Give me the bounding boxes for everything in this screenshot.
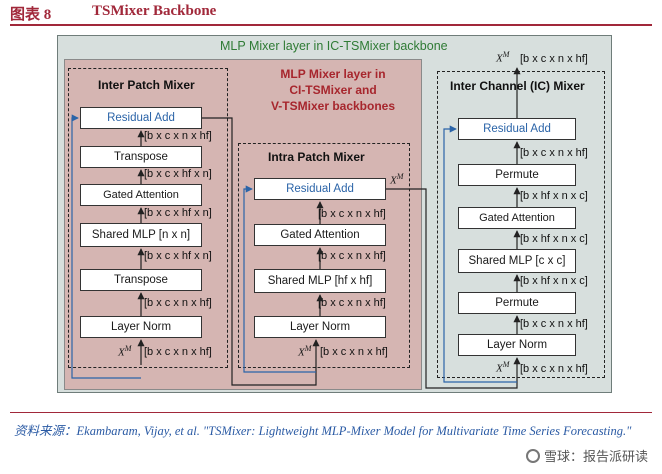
intra-patch-output-sup: M <box>396 172 404 181</box>
intra-patch-input-sup: M <box>304 344 312 353</box>
intra-patch-dim-3: [b x c x n x hf] <box>318 297 386 309</box>
ic-top-symbol: XM <box>496 50 509 65</box>
ci-backbone-title: MLP Mixer layer in CI-TSMixer and V-TSMi… <box>243 66 423 114</box>
intra-patch-output-symbol: XM <box>390 172 403 187</box>
figure-label: 图表 8 <box>10 7 52 23</box>
ic-input-sup: M <box>502 360 510 369</box>
inter-patch-shared-mlp: Shared MLP [n x n] <box>80 223 202 247</box>
intra-residual-skip <box>243 185 316 373</box>
ic-shared-mlp: Shared MLP [c x c] <box>458 249 576 273</box>
inter-patch-dim-3: [b x c x hf x n] <box>144 207 212 219</box>
source-prefix: 资料来源： <box>14 424 77 438</box>
inter-patch-input-sup: M <box>124 344 132 353</box>
inter-patch-dim-5: [b x c x n x hf] <box>144 297 212 309</box>
ci-title-line-3: V-TSMixer backbones <box>270 99 396 113</box>
ic-layer-norm: Layer Norm <box>458 334 576 356</box>
ic-dim-4: [b x hf x n x c] <box>520 275 588 287</box>
footer-rule <box>10 412 652 413</box>
intra-to-ic-line <box>386 188 518 389</box>
ic-residual-add: Residual Add <box>458 118 576 140</box>
ic-dim-1: [b x c x n x hf] <box>520 147 588 159</box>
intra-patch-input-x: X <box>298 346 305 359</box>
inter-patch-residual-add: Residual Add <box>80 107 202 129</box>
inter-channel-mixer-group <box>437 71 605 378</box>
inter-patch-mixer-group <box>68 68 228 368</box>
inter-patch-gated-attention: Gated Attention <box>80 184 202 206</box>
ic-input-x: X <box>496 362 503 375</box>
inter-patch-input-symbol: XM <box>118 344 131 359</box>
inter-patch-transpose-bottom: Transpose <box>80 269 202 291</box>
ic-residual-skip <box>443 125 517 383</box>
intra-patch-dim-1: [b x c x n x hf] <box>318 208 386 220</box>
inter-patch-mixer-title: Inter Patch Mixer <box>98 78 195 92</box>
ic-top-dim: [b x c x n x hf] <box>520 53 588 65</box>
intra-patch-mixer-title: Intra Patch Mixer <box>268 150 365 164</box>
inter-patch-dim-2: [b x c x hf x n] <box>144 168 212 180</box>
intra-patch-residual-add: Residual Add <box>254 178 386 200</box>
ic-top-sup: M <box>502 50 510 59</box>
ic-permute-bottom: Permute <box>458 292 576 314</box>
ci-title-line-1: MLP Mixer layer in <box>280 67 386 81</box>
intra-patch-shared-mlp: Shared MLP [hf x hf] <box>254 269 386 293</box>
ip-to-intra-line <box>202 117 317 386</box>
ic-gated-attention: Gated Attention <box>458 207 576 229</box>
intra-patch-gated-attention: Gated Attention <box>254 224 386 246</box>
inter-patch-dim-4: [b x c x hf x n] <box>144 250 212 262</box>
ic-dim-5: [b x c x n x hf] <box>520 318 588 330</box>
watermark-text: 雪球：报告派研读 <box>543 449 648 464</box>
intra-patch-layer-norm: Layer Norm <box>254 316 386 338</box>
intra-patch-dim-2: [b x c x n x hf] <box>318 250 386 262</box>
inter-patch-dim-1: [b x c x n x hf] <box>144 130 212 142</box>
ic-dim-2: [b x hf x n x c] <box>520 190 588 202</box>
inter-patch-transpose-top: Transpose <box>80 146 202 168</box>
ic-top-x: X <box>496 52 503 65</box>
ic-dim-6: [b x c x n x hf] <box>520 363 588 375</box>
ic-permute-top: Permute <box>458 164 576 186</box>
ic-input-symbol: XM <box>496 360 509 375</box>
intra-patch-input-symbol: XM <box>298 344 311 359</box>
figure-title: TSMixer Backbone <box>92 3 217 19</box>
source-citation: 资料来源：Ekambaram, Vijay, et al. "TSMixer: … <box>14 420 646 442</box>
watermark: 雪球：报告派研读 <box>525 446 648 465</box>
figure-header: 图表 8 TSMixer Backbone <box>10 2 652 26</box>
intra-patch-mixer-group <box>238 143 410 368</box>
ic-backbone-title: MLP Mixer layer in IC-TSMixer backbone <box>220 39 448 53</box>
intra-patch-dim-4: [b x c x n x hf] <box>320 346 388 358</box>
ip-residual-skip <box>71 114 141 379</box>
ic-dim-3: [b x hf x n x c] <box>520 233 588 245</box>
intra-patch-output-x: X <box>390 174 397 187</box>
inter-patch-input-x: X <box>118 346 125 359</box>
inter-patch-layer-norm: Layer Norm <box>80 316 202 338</box>
snowball-logo-icon <box>525 448 540 463</box>
inter-patch-dim-6: [b x c x n x hf] <box>144 346 212 358</box>
ci-title-line-2: CI-TSMixer and <box>289 83 377 97</box>
source-text: Ekambaram, Vijay, et al. "TSMixer: Light… <box>76 424 632 438</box>
